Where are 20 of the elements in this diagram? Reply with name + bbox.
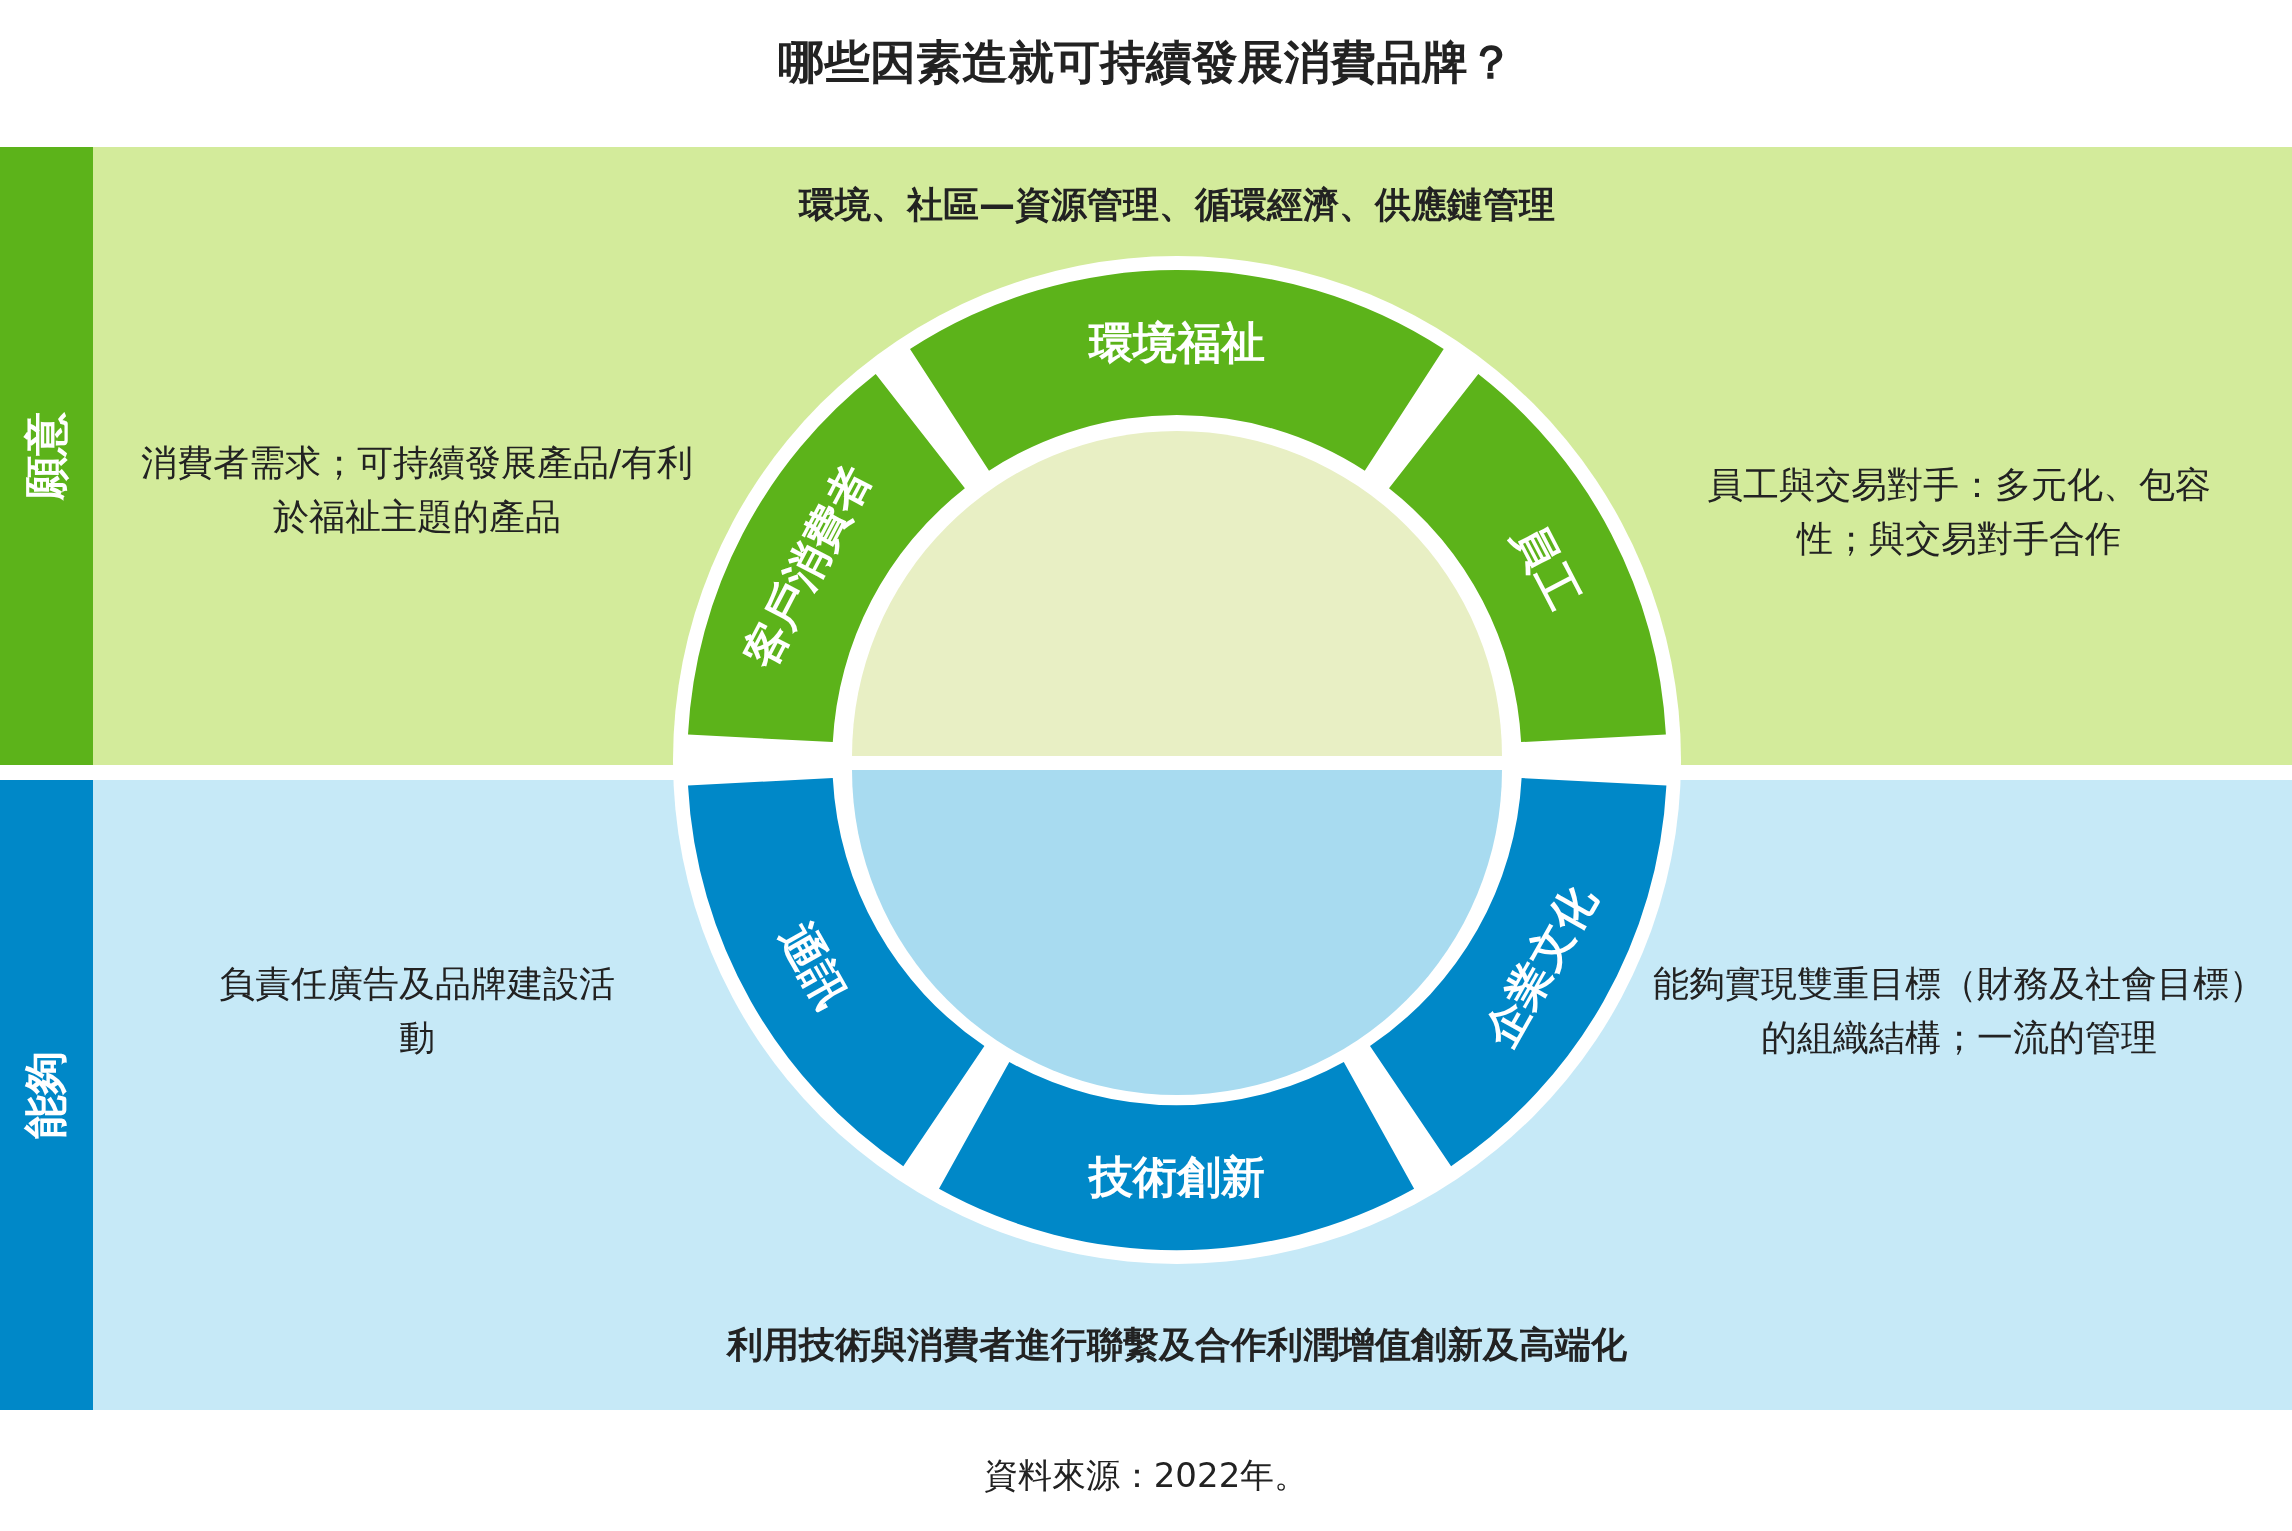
diagram-title: 哪些因素造就可持續發展消費品牌？	[777, 34, 1515, 91]
segment-label: 員工	[1503, 515, 1592, 620]
side-note: 負責任廣告及品牌建設活動	[218, 962, 616, 1060]
segment-label: 客戶消費者	[731, 456, 881, 679]
segment-label: 通訊	[769, 913, 859, 1019]
side-note: 員工與交易對手：多元化、包容性；與交易對手合作	[1706, 463, 2212, 561]
band-subtitle: 利用技術與消費者進行聯繫及合作利潤增值創新及高端化	[725, 1323, 1628, 1367]
source-note: 資料來源：2022年。	[982, 1454, 1310, 1497]
band-subtitle: 環境、社區—資源管理、循環經濟、供應鏈管理	[797, 183, 1556, 227]
segment-label: 技術創新	[1087, 1150, 1266, 1205]
ring-segment	[910, 270, 1444, 471]
side-note: 消費者需求；可持續發展產品/有利於福祉主題的產品	[139, 441, 695, 539]
ring-segment	[687, 778, 985, 1167]
side-note: 能夠實現雙重目標（財務及社會目標）的組織結構；一流的管理	[1652, 962, 2266, 1060]
segment-label: 環境福祉	[1087, 315, 1266, 370]
band-heading: 能夠	[0, 780, 93, 1410]
ring-segment	[939, 1061, 1415, 1250]
segment-label: 企業文化	[1473, 875, 1607, 1057]
ring-segment	[1389, 373, 1667, 742]
band-heading: 願意	[0, 147, 93, 765]
